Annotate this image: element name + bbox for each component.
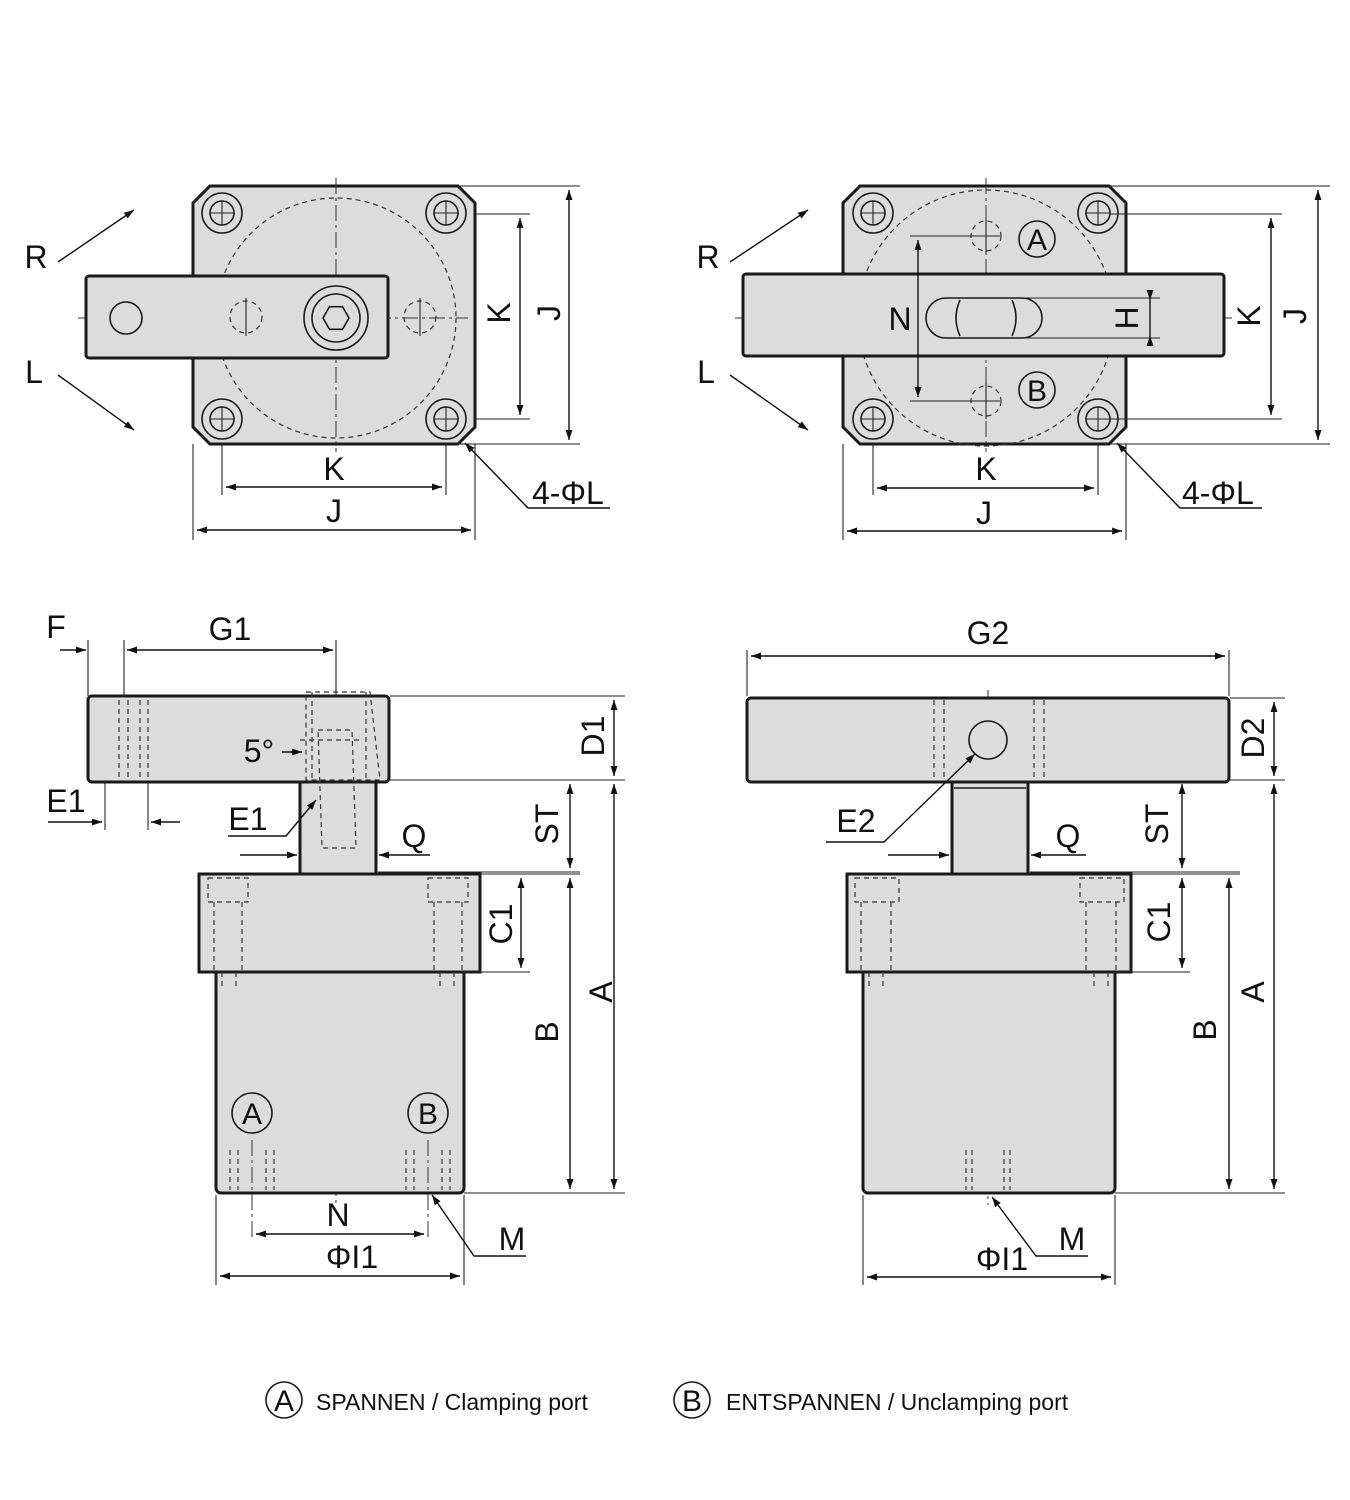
dimension-j-label: J [976, 495, 992, 531]
dimension-h-label: H [1109, 306, 1145, 329]
port-b-marker: B [418, 1098, 438, 1131]
dimension-n-label: N [888, 301, 911, 337]
rotation-left-label: L [697, 354, 715, 390]
dimension-i1-label: ΦI1 [976, 1241, 1028, 1277]
legend-port-b-marker: B [682, 1385, 702, 1418]
dimension-b-label: B [529, 1021, 565, 1042]
dimension-st-label: ST [529, 804, 565, 845]
dimension-m-label: M [499, 1221, 526, 1257]
legend: A SPANNEN / Clamping port B ENTSPANNEN /… [265, 1381, 1069, 1419]
dimension-e1-label: E1 [46, 783, 85, 819]
dimension-c1-label: C1 [1141, 902, 1177, 943]
dimension-q-label: Q [402, 818, 427, 854]
angle-label: 5° [244, 733, 275, 769]
rotation-right-label: R [696, 239, 719, 275]
dimension-c1-label: C1 [483, 904, 519, 945]
legend-clamping-port: SPANNEN / Clamping port [316, 1389, 588, 1415]
dimension-k-label: K [323, 451, 344, 487]
rotation-left-label: L [25, 354, 43, 390]
dimension-n-label: N [326, 1197, 349, 1233]
top-view-right: R L N A B H K J K J 4-ΦL [696, 178, 1330, 540]
dimension-g1-label: G1 [209, 611, 252, 647]
dimension-m-label: M [1059, 1221, 1086, 1257]
side-view-left: A B F G1 E1 5° E1 Q D1 [46, 609, 625, 1285]
dimension-a-label: A [583, 981, 619, 1003]
dimension-i1-label: ΦI1 [326, 1239, 378, 1275]
dimension-f-label: F [46, 609, 66, 645]
port-a-marker: A [1027, 224, 1047, 257]
dimension-a-label: A [1235, 981, 1271, 1003]
rotation-right-label: R [24, 239, 47, 275]
dimension-k-label: K [481, 302, 517, 323]
mounting-hole-label: 4-ΦL [1182, 475, 1254, 511]
dimension-g2-label: G2 [967, 615, 1010, 651]
mounting-hole-label: 4-ΦL [532, 475, 604, 511]
dimension-b-label: B [1187, 1019, 1223, 1040]
dimension-j-label: J [1277, 308, 1313, 324]
mounting-bolt [852, 192, 1119, 440]
port-a-marker: A [242, 1098, 262, 1131]
dimension-e2-label: E2 [836, 803, 875, 839]
dimension-d2-label: D2 [1235, 718, 1271, 759]
legend-port-a-marker: A [274, 1385, 294, 1418]
dimension-j-label: J [531, 305, 567, 321]
dimension-q-label: Q [1056, 818, 1081, 854]
mounting-bolt [201, 192, 467, 440]
dimension-k-label: K [1231, 305, 1267, 326]
dimension-d1-label: D1 [575, 716, 611, 757]
dimension-e1-label: E1 [228, 801, 267, 837]
top-view-left: R L K J K J 4-ΦL [24, 178, 610, 540]
side-view-right: G2 E2 Q D2 ST C1 B A ΦI1 M [745, 615, 1285, 1285]
port-b-marker: B [1027, 375, 1047, 408]
legend-unclamping-port: ENTSPANNEN / Unclamping port [726, 1389, 1069, 1415]
dimension-j-label: J [326, 493, 342, 529]
dimension-st-label: ST [1139, 804, 1175, 845]
dimension-k-label: K [975, 451, 996, 487]
